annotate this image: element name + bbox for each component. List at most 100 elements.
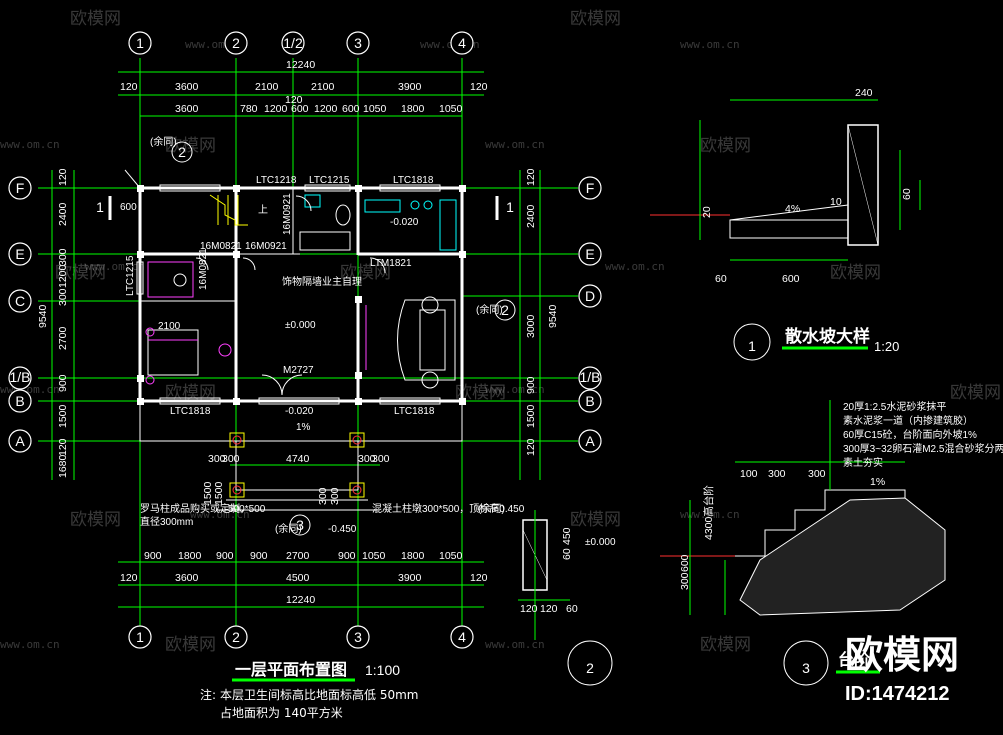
dim: 900 [338,550,356,562]
axis-label-right: F [586,180,595,196]
left-dimensions: 120 2400 300 1200 300 2700 900 1500 120 … [37,168,69,478]
dim: 240 [855,87,873,99]
dim: 1% [870,476,885,488]
dim: 3900 [398,572,422,584]
detail-title: 散水坡大样 [785,326,870,347]
layer-note: 300厚3~32卵石灌M2.5混合砂浆分两步灌注 [843,442,1003,455]
dim: 4500 [286,572,310,584]
dim: 60 [566,603,578,615]
pier-note: 混凝土柱墩300*500，顶标高0.450 [372,502,525,515]
plan-walls [138,186,464,511]
watermark-brand: 欧模网 [455,383,506,403]
dim: 3600 [175,572,199,584]
dim: 300 [372,453,390,465]
watermark-url: www.om.cn [485,138,545,151]
dimension-lines [51,71,541,608]
dim: 1200 [264,103,288,115]
dim: 300 [208,453,226,465]
dim: 300 [329,487,341,505]
window-label: LTC1818 [393,175,434,186]
detail-number: 2 [586,660,594,676]
watermark-brand: 欧模网 [55,263,106,283]
dim: 1200 [57,264,69,288]
axis-label-left: 1/B [9,369,30,385]
dim: 300 [57,248,69,266]
note-line: 占地面积为 140平方米 [220,705,343,720]
dim: 20 [701,206,713,218]
corner-branding: 欧模网 ID:1474212 [845,633,959,705]
section-marker: 3 [296,517,304,533]
same-note: (余同) [478,502,505,515]
dim: 900 [525,376,537,394]
watermark-brand: 欧模网 [570,9,621,29]
dim: 600 [291,103,309,115]
axis-label-right: A [585,433,595,449]
detail-number: 3 [802,660,810,676]
door-label: LTM1821 [370,258,412,269]
axis-bubbles-left: F E C 1/B B A [8,176,32,453]
dim: 120 [525,168,537,186]
same-note: (余同) [150,135,177,148]
plan-title-block: 一层平面布置图 1:100 注: 本层卫生间标高比地面标高低 50mm 占地面积… [200,660,418,720]
watermark-url: www.om.cn [485,638,545,651]
dim: 120 [120,572,138,584]
watermark-brand: 欧模网 [570,510,621,530]
dim: 120 [285,94,303,106]
dim: 900 [144,550,162,562]
dim: 3900 [398,81,422,93]
layer-note: 60厚C15砼，台阶面向外坡1% [843,428,977,441]
watermark-brand: 欧模网 [950,383,1001,403]
dim: 2700 [286,550,310,562]
dim: 300 [57,288,69,306]
section-cut: 1 [506,199,514,215]
dim: 300 [768,468,786,480]
dim: 3600 [175,103,199,115]
axis-label-top: 1/2 [283,35,303,51]
same-note: (余同) [275,522,302,535]
section-marker: 2 [178,144,186,160]
dim: 300 [679,572,691,590]
dim: 900 [250,550,268,562]
dim: 600 [782,273,800,285]
column-note: 直径300mm [140,515,193,528]
watermark-brand: 欧模网 [830,263,881,283]
dim: 1500 [202,481,214,505]
dim: 120 [470,572,488,584]
window-label: LTC1818 [170,406,211,417]
plan-title: 一层平面布置图 [235,660,347,679]
wall-note: 饰物隔墙业主自理 [282,275,362,288]
plan-scale: 1:100 [365,662,400,678]
dim: 300 [222,453,240,465]
door-label: 16M0821 [198,248,209,290]
dim: 4740 [286,453,310,465]
elevation-label: -0.020 [285,406,314,417]
axis-label-right: D [585,288,595,304]
detail-2-wall-section: 120 120 60 60 450 ±0.000 2 [518,510,616,686]
axis-label-right: 1/B [579,369,600,385]
dim: 60 [715,273,727,285]
watermark-url: www.om.cn [680,508,740,521]
dim: 10 [830,196,842,208]
detail-number: 1 [748,338,756,354]
dim: 2100 [158,321,181,332]
plan-labels: LTC1218 LTC1215 LTC1818 LTC1215 LTC1818 … [120,135,525,535]
dim: 2100 [255,81,279,93]
dim: 2400 [57,202,69,226]
door-label: 16M0821 [200,241,242,252]
axis-label-bottom: 1 [136,629,144,645]
layer-note: 20厚1:2.5水泥砂浆抹平 [843,400,946,413]
dim: 120 [540,603,558,615]
dim: 1500 [57,404,69,428]
step-label: 4300高台阶 [702,485,715,540]
axis-label-bottom: 3 [354,629,362,645]
elevation-label: -0.450 [328,524,357,535]
porch-dimensions: 300 300 4740 300 300 300 300 1500 1500 [202,453,390,505]
window-label: LTC1218 [256,175,297,186]
watermark-url: www.om.cn [0,638,60,651]
dim: 600 [342,103,360,115]
axis-label-top: 1 [136,35,144,51]
axis-label-top: 3 [354,35,362,51]
dim: 1800 [401,103,425,115]
